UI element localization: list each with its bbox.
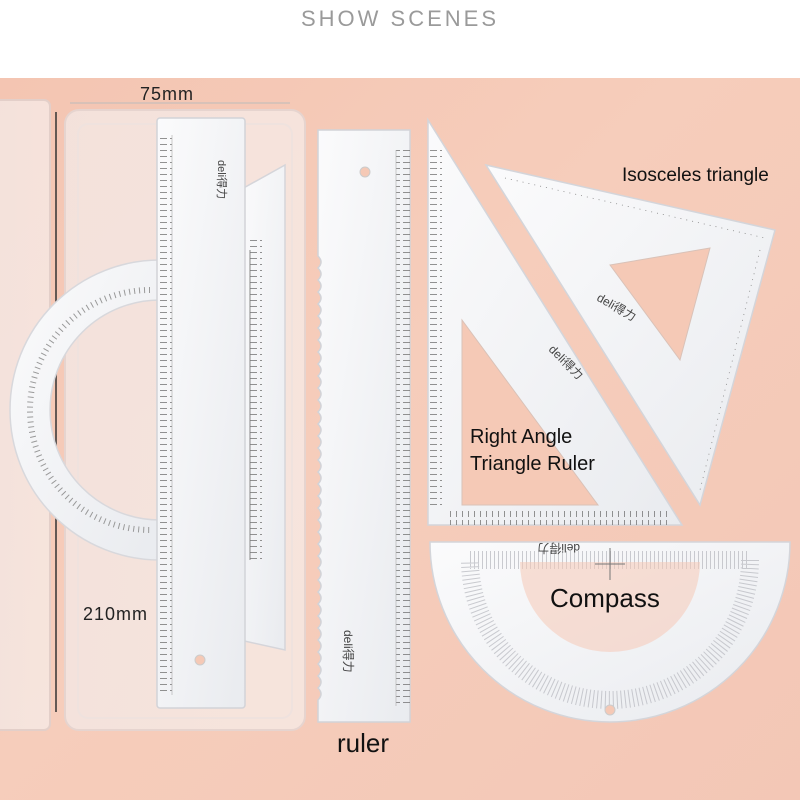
header-band: SHOW SCENES	[0, 0, 800, 78]
straight-ruler: deli得力	[316, 129, 411, 723]
case-ruler: deli得力	[156, 117, 246, 709]
brand-mark-protractor: deli得力	[537, 541, 580, 556]
isosceles-triangle-label: Isosceles triangle	[622, 165, 769, 186]
case-triangle	[239, 163, 286, 651]
case-protractor	[9, 259, 161, 561]
brand-mark-case: deli得力	[215, 160, 228, 199]
page-title: SHOW SCENES	[300, 6, 500, 31]
protractor-hole	[604, 704, 616, 716]
right-angle-label-line1: Right Angle	[470, 426, 573, 448]
compass-label: Compass	[550, 583, 660, 613]
brand-mark-ruler: deli得力	[341, 630, 356, 673]
right-angle-triangle: deli得力	[427, 117, 684, 526]
width-dimension-label: 75mm	[140, 84, 195, 104]
ruler-hang-hole	[359, 166, 371, 178]
length-dimension-label: 210mm	[83, 604, 149, 624]
protractor: deli得力	[429, 541, 791, 723]
right-angle-label-line2: Triangle Ruler	[470, 453, 595, 475]
ruler-label: ruler	[337, 728, 390, 758]
hang-hole	[194, 654, 206, 666]
isosceles-triangle: deli得力	[484, 163, 776, 507]
